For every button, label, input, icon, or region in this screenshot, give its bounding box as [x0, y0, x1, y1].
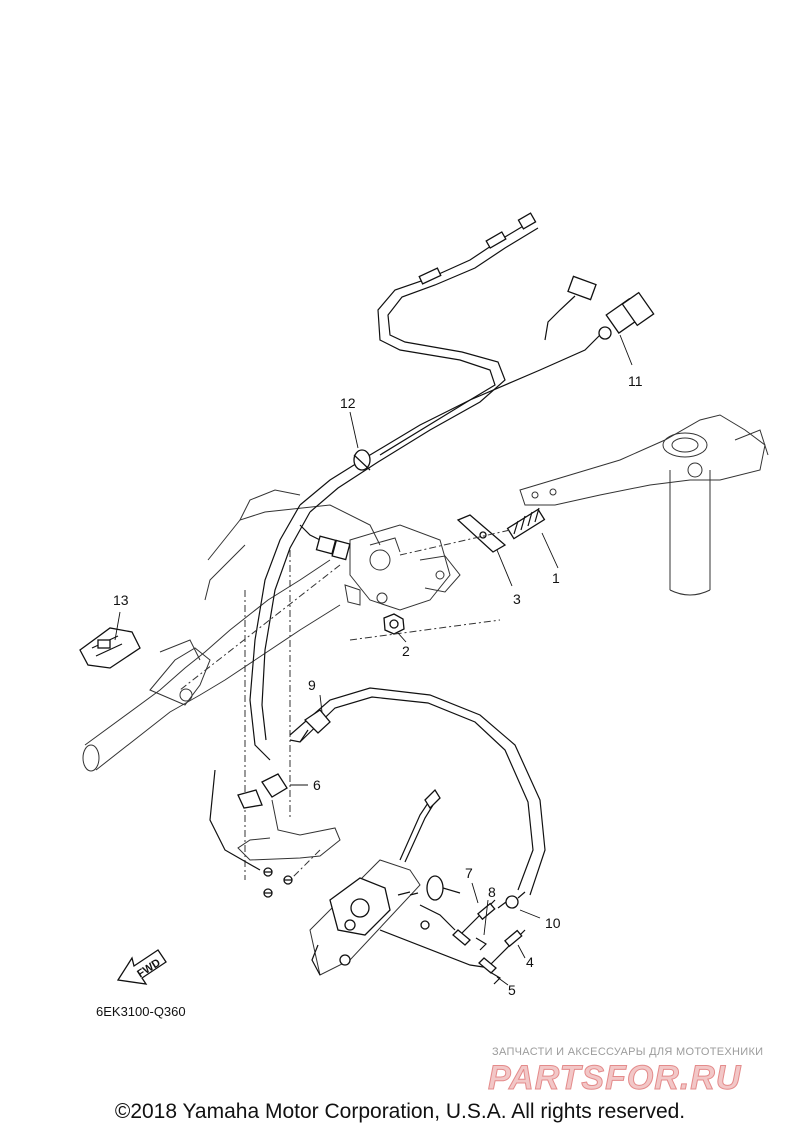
part-5-clip [489, 971, 501, 985]
copyright-notice: ©2018 Yamaha Motor Corporation, U.S.A. A… [114, 1100, 686, 1123]
assembly-lines [179, 529, 511, 881]
callout-3: 3 [513, 591, 521, 607]
callout-9: 9 [308, 677, 316, 693]
part-4-rod [478, 929, 526, 974]
part-2-nut [383, 613, 405, 635]
callout-10: 10 [545, 915, 561, 931]
watermark-tagline: ЗАПЧАСТИ И АКСЕССУАРЫ ДЛЯ МОТОТЕХНИКИ [492, 1046, 763, 1058]
callout-12: 12 [340, 395, 356, 411]
cable-loop [209, 687, 546, 896]
harness-connector [299, 524, 351, 561]
callouts: 1 2 3 4 5 6 7 8 9 10 11 12 13 [113, 373, 643, 998]
leader-lines [114, 334, 633, 986]
callout-5: 5 [508, 982, 516, 998]
callout-8: 8 [488, 884, 496, 900]
mount-plate [237, 799, 341, 898]
callout-2: 2 [402, 643, 410, 659]
fwd-arrow: FWD [116, 949, 167, 985]
part-10-ball-joint [497, 891, 526, 909]
part-13-switch-cover [79, 627, 141, 669]
part-11-switch-lead [379, 275, 655, 456]
part-3-plate [456, 514, 507, 553]
pivot-bracket [344, 524, 461, 611]
part-6-clamp [237, 773, 288, 809]
watermark: ЗАПЧАСТИ И АКСЕССУАРЫ ДЛЯ МОТОТЕХНИКИ PA… [488, 1046, 764, 1098]
part-8-clip [475, 937, 487, 951]
throttle-shift-cables [249, 212, 539, 761]
linkage-assembly [309, 788, 491, 976]
callout-13: 13 [113, 592, 129, 608]
watermark-logo: PARTSFOR.RU [488, 1059, 742, 1097]
steering-arm-outline [519, 414, 769, 596]
callout-6: 6 [313, 777, 321, 793]
part-9-clamp [289, 709, 331, 743]
part-1-stud-bolt [506, 507, 546, 540]
drawing-code: 6EK3100-Q360 [96, 1004, 186, 1019]
part-7-rod [452, 899, 496, 946]
callout-1: 1 [552, 570, 560, 586]
callout-7: 7 [465, 865, 473, 881]
part-12-cable-band [353, 449, 371, 471]
callout-4: 4 [526, 954, 534, 970]
callout-11: 11 [628, 373, 643, 389]
tiller-handle-outline [82, 489, 381, 772]
